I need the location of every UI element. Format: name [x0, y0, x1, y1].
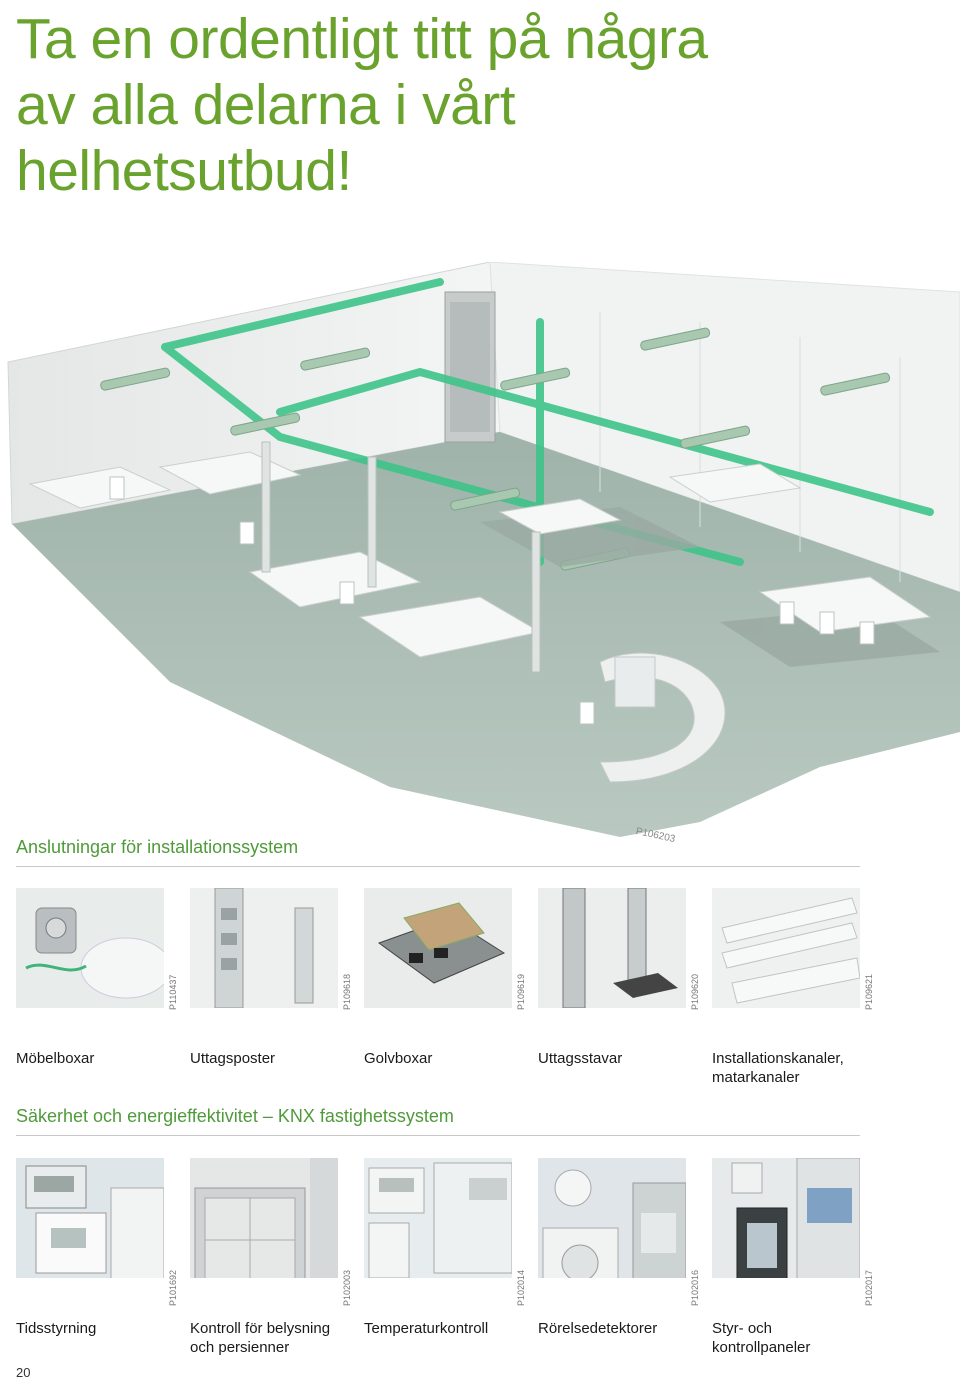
floor-box-photo	[364, 888, 512, 1008]
caption-text: Kontroll för belysning	[190, 1320, 331, 1337]
caption-text-line2: kontrollpaneler	[712, 1339, 811, 1356]
caption: Uttagsposter	[190, 1049, 350, 1068]
item-code: P109621	[864, 940, 876, 1010]
socket-pole-photo	[538, 888, 686, 1008]
section1-divider	[16, 866, 860, 867]
caption-text: Uttagsstavar	[538, 1050, 623, 1067]
item-code: P109619	[516, 940, 528, 1010]
caption: Golvboxar	[364, 1049, 524, 1068]
item-code-text: P109619	[516, 973, 526, 1010]
caption-text-line2: matarkanaler	[712, 1069, 800, 1086]
item-code-text: P102014	[516, 1269, 526, 1306]
socket-post-photo	[190, 888, 338, 1008]
control-panel-photo	[712, 1158, 860, 1278]
caption-text: Temperaturkontroll	[364, 1320, 489, 1337]
caption: Möbelboxar	[16, 1049, 176, 1068]
item-code-text: P102016	[690, 1269, 700, 1306]
caption: Uttagsstavar	[538, 1049, 698, 1068]
section1-title: Anslutningar för installationssystem	[16, 837, 299, 857]
item-code: P102017	[864, 1236, 876, 1306]
item-code-text: P101692	[168, 1269, 178, 1306]
item-code: P110437	[168, 940, 180, 1010]
caption-text: Styr- och	[712, 1320, 773, 1337]
timer-photo	[16, 1158, 164, 1278]
item-code-text: P102017	[864, 1269, 874, 1306]
caption: Temperaturkontroll	[364, 1319, 524, 1338]
item-code-text: P102003	[342, 1269, 352, 1306]
page-number: 20	[16, 1365, 31, 1380]
item-code: P101692	[168, 1236, 180, 1306]
caption-text: Möbelboxar	[16, 1050, 95, 1067]
item-code: P109618	[342, 940, 354, 1010]
item-code: P109620	[690, 940, 702, 1010]
temperature-control-photo	[364, 1158, 512, 1278]
furniture-box-photo	[16, 888, 164, 1008]
item-code: P102016	[690, 1236, 702, 1306]
page-headline: Ta en ordentligt titt på några av alla d…	[16, 7, 708, 203]
item-code: P102003	[342, 1236, 354, 1306]
office-installation-illustration	[7, 262, 960, 837]
caption: Tidsstyrning	[16, 1319, 176, 1338]
installation-duct-photo	[712, 888, 860, 1008]
caption-text: Golvboxar	[364, 1050, 433, 1067]
caption-text-line2: och persienner	[190, 1339, 290, 1356]
light-blind-control-photo	[190, 1158, 338, 1278]
caption-text: Uttagsposter	[190, 1050, 276, 1067]
caption: Installationskanaler, matarkanaler	[712, 1049, 872, 1087]
item-code: P102014	[516, 1236, 528, 1306]
motion-detector-photo	[538, 1158, 686, 1278]
item-code-text: P109621	[864, 973, 874, 1010]
caption: Kontroll för belysning och persienner	[190, 1319, 350, 1357]
caption: Rörelsedetektorer	[538, 1319, 698, 1338]
caption-text: Rörelsedetektorer	[538, 1320, 658, 1337]
section2-divider	[16, 1135, 860, 1136]
item-code-text: P109618	[342, 973, 352, 1010]
caption-text: Installationskanaler,	[712, 1050, 844, 1067]
caption-text: Tidsstyrning	[16, 1320, 97, 1337]
section2-title: Säkerhet och energieffektivitet – KNX fa…	[16, 1106, 454, 1126]
item-code-text: P109620	[690, 973, 700, 1010]
caption: Styr- och kontrollpaneler	[712, 1319, 872, 1357]
item-code-text: P110437	[168, 974, 178, 1010]
